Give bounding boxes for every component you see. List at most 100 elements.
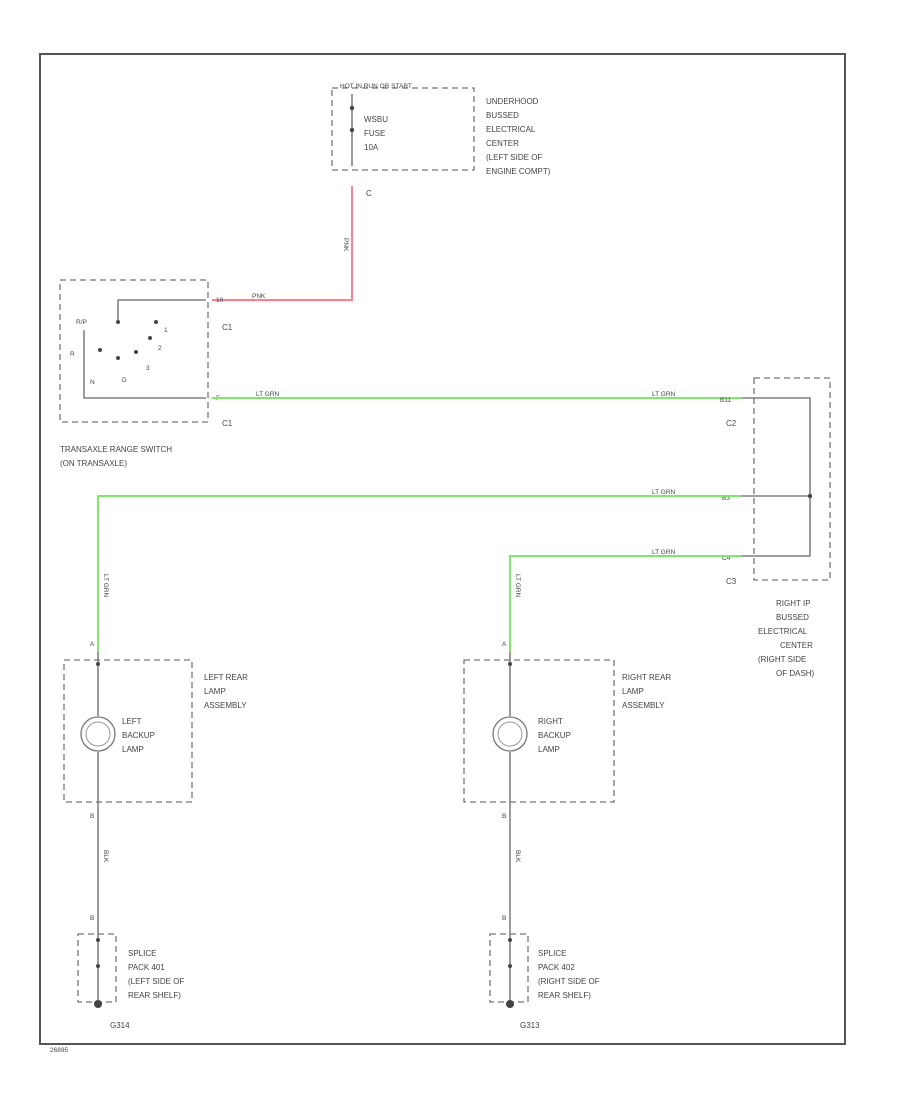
right-center-name-line: RIGHT IP — [776, 599, 811, 608]
switch-outline — [59, 279, 209, 423]
right-assembly-name-line: ASSEMBLY — [622, 701, 665, 710]
switch-position-label: 3 — [146, 365, 150, 372]
right-assembly-name-line: LAMP — [622, 687, 644, 696]
switch-pin-label: 10 — [216, 297, 224, 304]
green-wire-label: LT GRN — [652, 391, 676, 398]
left-lamp-label-line: BACKUP — [122, 731, 155, 740]
fuse-box-header: HOT IN RUN OR START — [340, 83, 412, 90]
left-assembly-name-line: ASSEMBLY — [204, 701, 247, 710]
fuse-label-line: WSBU — [364, 115, 388, 124]
diagram-id: 26895 — [50, 1047, 68, 1054]
left-splice-dot — [96, 964, 100, 968]
fuse-box-name-line: (LEFT SIDE OF — [486, 153, 542, 162]
green-wire-label-vertical: LT GRN — [102, 574, 109, 598]
fuse-label-line: FUSE — [364, 129, 385, 138]
switch-name-line: (ON TRANSAXLE) — [60, 459, 127, 468]
left-ground-icon — [94, 1000, 102, 1008]
right-assembly-name-line: RIGHT REAR — [622, 673, 671, 682]
left-splice-pack: B SPLICE PACK 401 (LEFT SIDE OF REAR SHE… — [77, 915, 184, 1030]
green-wire-label: LT GRN — [256, 391, 280, 398]
right-splice-name-line: PACK 402 — [538, 963, 575, 972]
right-center-name-line: BUSSED — [776, 613, 809, 622]
left-lamp-pin-top: A — [90, 641, 95, 648]
right-center-bus — [742, 397, 811, 557]
left-lamp-pin-bottom: B — [90, 813, 94, 820]
fuse-box-name-line: UNDERHOOD — [486, 97, 539, 106]
switch-contact-dot — [116, 320, 120, 324]
right-lamp-pin-top: A — [502, 641, 507, 648]
right-lamp-pin-bottom: B — [502, 813, 506, 820]
right-ip-bussed-center: B11 B3 C4 C2 C3 RIGHT IP BUSSED ELECTRIC… — [720, 377, 831, 678]
switch-contact-dot — [116, 356, 120, 360]
fuse-box-name-line: ENGINE COMPT) — [486, 167, 551, 176]
switch-position-label: 2 — [158, 345, 162, 352]
switch-position-label: N — [90, 379, 95, 386]
fuse-box-name-line: CENTER — [486, 139, 519, 148]
switch-common-wire — [117, 299, 206, 320]
left-lamp-outline — [63, 659, 193, 803]
right-black-wire-label: BLK — [514, 850, 521, 863]
right-center-name-line: OF DASH) — [776, 669, 815, 678]
left-black-wire-label: BLK — [102, 850, 109, 863]
underhood-fuse-box: HOT IN RUN OR START WSBU FUSE 10A UNDERH… — [331, 83, 551, 198]
left-backup-bulb-icon — [80, 716, 116, 752]
green-wire-left-lamp — [97, 495, 742, 652]
left-lamp-label-line: LAMP — [122, 745, 144, 754]
right-splice-name-line: (RIGHT SIDE OF — [538, 977, 600, 986]
fuse-box-name-line: BUSSED — [486, 111, 519, 120]
left-splice-outline — [77, 933, 117, 1003]
right-center-connector: C3 — [726, 577, 737, 586]
right-splice-name-line: REAR SHELF) — [538, 991, 591, 1000]
left-splice-name-line: PACK 401 — [128, 963, 165, 972]
pink-wire — [212, 186, 353, 301]
right-splice-name-line: SPLICE — [538, 949, 566, 958]
transaxle-range-switch: R/P R N D 3 2 1 10 F C1 C1 TRANSAXLE RAN… — [59, 279, 233, 468]
left-splice-name-line: SPLICE — [128, 949, 156, 958]
left-backup-bulb-inner — [85, 721, 111, 747]
right-center-connector: C2 — [726, 419, 737, 428]
right-ground-icon — [506, 1000, 514, 1008]
switch-name-line: TRANSAXLE RANGE SWITCH — [60, 445, 172, 454]
left-assembly-name-line: LEFT REAR — [204, 673, 248, 682]
green-wire-label: LT GRN — [652, 549, 676, 556]
right-lamp-label-line: BACKUP — [538, 731, 571, 740]
left-splice-dot — [96, 938, 100, 942]
right-lamp-label-line: LAMP — [538, 745, 560, 754]
right-splice-outline — [489, 933, 529, 1003]
diagram-frame — [39, 53, 846, 1045]
pink-wire-label-vertical: PNK — [342, 238, 349, 252]
right-lamp-terminal-dot — [508, 662, 512, 666]
fuse-connector-label: C — [366, 189, 372, 198]
switch-connector-label: C1 — [222, 419, 233, 428]
green-wire-label-vertical: LT GRN — [514, 574, 521, 598]
right-lamp-outline — [463, 659, 615, 803]
left-splice-pin: B — [90, 915, 94, 922]
green-wire-label: LT GRN — [652, 489, 676, 496]
right-backup-bulb-icon — [492, 716, 528, 752]
left-splice-name-line: REAR SHELF) — [128, 991, 181, 1000]
right-rear-lamp-assembly: A RIGHT BACKUP LAMP RIGHT REAR LAMP ASSE… — [463, 641, 671, 826]
switch-position-label: R — [70, 351, 75, 358]
right-splice-dot — [508, 938, 512, 942]
switch-contact-dot — [98, 348, 102, 352]
fuse-terminal-dot — [349, 127, 355, 133]
right-center-name-line: (RIGHT SIDE — [758, 655, 806, 664]
left-lamp-label-line: LEFT — [122, 717, 142, 726]
left-rear-lamp-assembly: A LEFT BACKUP LAMP LEFT REAR LAMP ASSEMB… — [63, 641, 248, 826]
right-center-outline — [753, 377, 831, 581]
fuse-box-outline — [331, 87, 475, 171]
switch-contact-dot — [154, 320, 158, 324]
fuse-box-name-line: ELECTRICAL — [486, 125, 536, 134]
switch-output-wire — [83, 330, 206, 399]
switch-position-label: D — [122, 377, 127, 384]
left-splice-name-line: (LEFT SIDE OF — [128, 977, 184, 986]
right-backup-bulb-inner — [497, 721, 523, 747]
right-center-pin: C4 — [722, 555, 731, 562]
right-splice-pin: B — [502, 915, 506, 922]
left-assembly-name-line: LAMP — [204, 687, 226, 696]
right-ground-label: G313 — [520, 1021, 540, 1030]
switch-connector-label: C1 — [222, 323, 233, 332]
switch-position-label: R/P — [76, 319, 87, 326]
right-splice-pack: B SPLICE PACK 402 (RIGHT SIDE OF REAR SH… — [489, 915, 600, 1030]
